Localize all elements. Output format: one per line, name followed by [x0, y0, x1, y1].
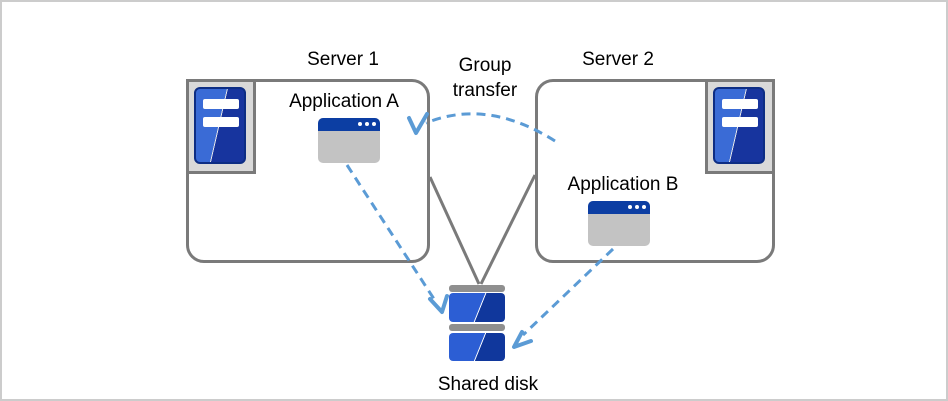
group-transfer-line2: transfer [452, 80, 518, 101]
titlebar-dot [628, 205, 632, 209]
titlebar-dot [372, 122, 376, 126]
server-drive-slot [722, 99, 758, 109]
app-window-titlebar [318, 118, 380, 131]
server-tower-icon [713, 87, 765, 164]
server-drive-slot [722, 117, 758, 127]
server2-server-icon [705, 79, 775, 174]
app-a-window-icon [318, 118, 380, 163]
app-window-titlebar [588, 201, 650, 214]
app-b-label: Application B [567, 174, 679, 195]
server2-title: Server 2 [582, 49, 654, 70]
titlebar-dot [358, 122, 362, 126]
app-a-disk-arrowhead [428, 294, 449, 314]
app-b-window-icon [588, 201, 650, 246]
shared-disk-label: Shared disk [437, 374, 539, 395]
titlebar-dot [642, 205, 646, 209]
server1-disk-line [428, 176, 481, 285]
group-transfer-line1: Group [458, 55, 512, 76]
titlebar-dot [635, 205, 639, 209]
shared-disk-icon [449, 285, 505, 361]
disk-platter [449, 293, 505, 322]
app-b-disk-arrowhead [512, 330, 533, 349]
server-drive-slot [203, 99, 239, 109]
server1-title: Server 1 [307, 49, 379, 70]
server-tower-icon [194, 87, 246, 164]
server1-server-icon [186, 79, 256, 174]
disk-cap [449, 285, 505, 292]
disk-cap [449, 324, 505, 331]
disk-platter [449, 333, 505, 361]
app-a-label: Application A [289, 91, 399, 112]
group-transfer-label: Group transfer [410, 53, 560, 103]
server-drive-slot [203, 117, 239, 127]
titlebar-dot [365, 122, 369, 126]
